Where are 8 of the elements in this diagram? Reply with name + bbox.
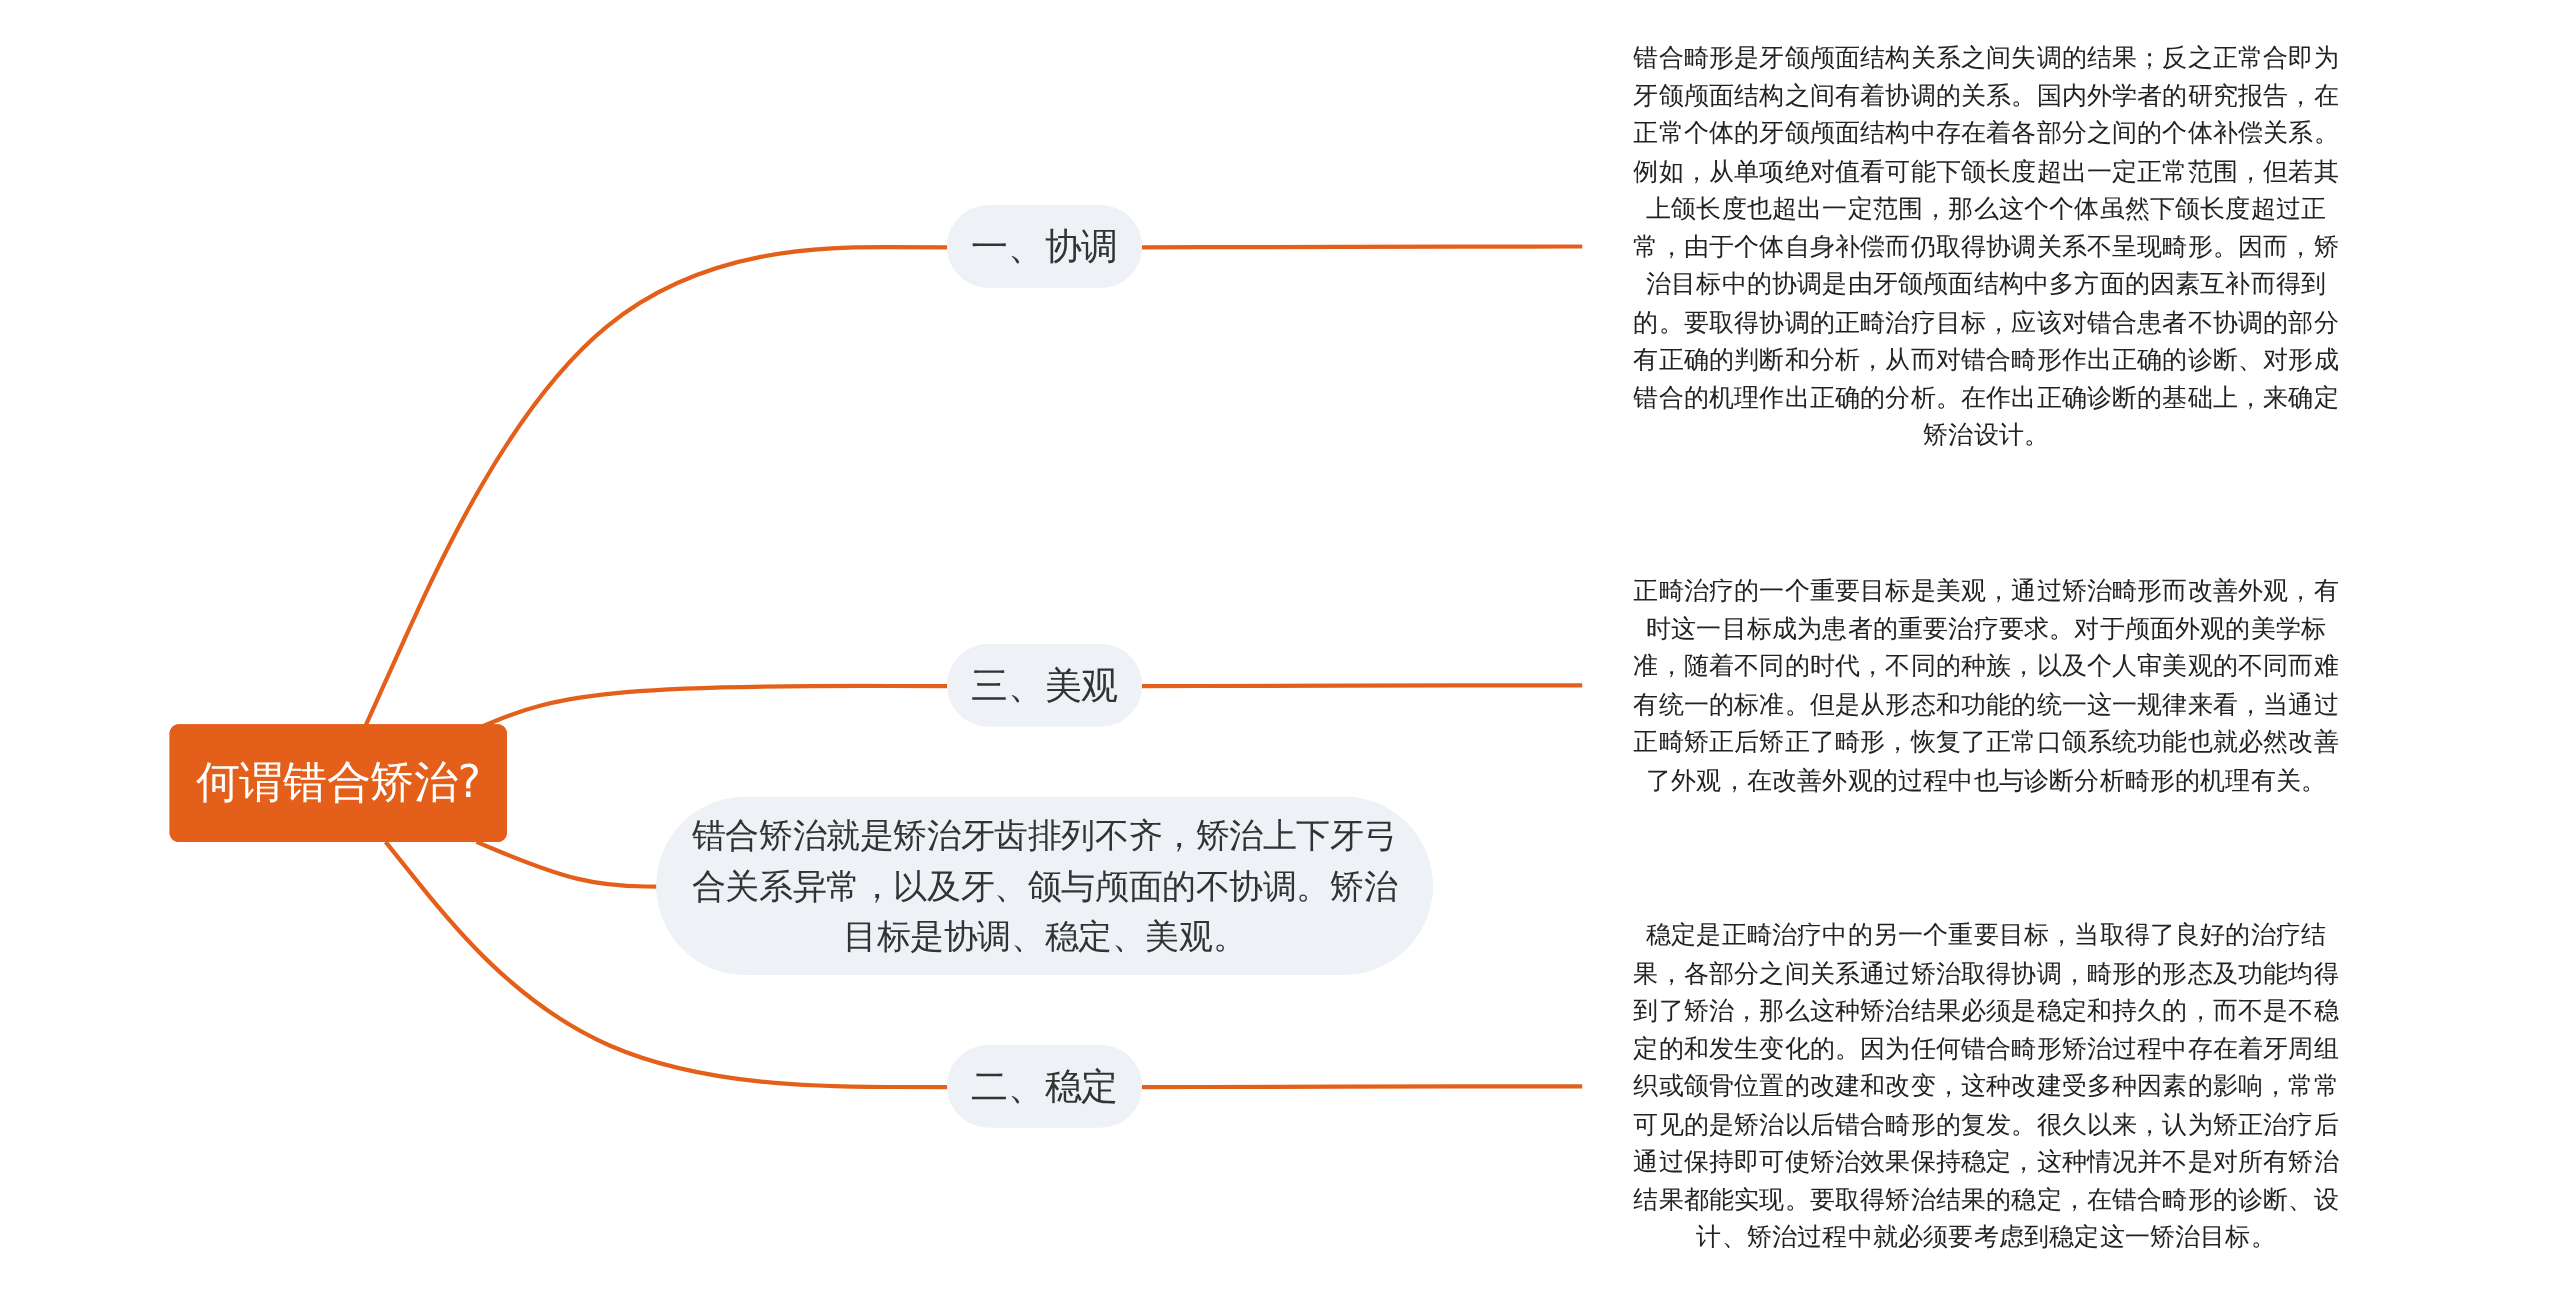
- connector: [384, 840, 949, 1090]
- connector: [1142, 1084, 1584, 1090]
- connector: [363, 245, 949, 727]
- node-text: 错合畸形是牙颌颅面结构关系之间失调的结果；反之正常合即为牙颌颅面结构之间有着协调的关系。国内外学者的研究报告，在正常个体的牙颌颅面结构中存在着各部分之间的个体补偿关系。例如，从单项绝对值看可能下颌长度超出一定正常范围，但若其上颌长度也超出一定范围，那么这个个体虽然下颌长度超过正常，由于个体自身补偿而仍取得协调关系不呈现畸形。因而，矫治目标中的协调是由牙颌颅面结构中多方面的因素互补而得到的。要取得协调的正畸治疗目标，应该对错合患者不协调的部分有正确的判断和分析，从而对错合畸形作出正确的诊断、对形成错合的机理作出正确的分析。在作出正确诊断的基础上，来确定矫治设计。: [1633, 41, 2340, 451]
- connector: [1142, 244, 1584, 250]
- connector: [1142, 683, 1584, 689]
- node-text: 稳定是正畸治疗中的另一个重要目标，当取得了良好的治疗结果，各部分之间关系通过矫治取得协调，畸形的形态及功能均得到了矫治，那么这种矫治结果必须是稳定和持久的，而不是不稳定的和发生变化的。因为任何错合畸形矫治过程中存在着牙周组织或颌骨位置的改建和改变，这种改建受多种因素的影响，常常可见的是矫治以后错合畸形的复发。很久以来，认为矫正治疗后通过保持即可使矫治效果保持稳定，这种情况并不是对所有矫治结果都能实现。要取得矫治结果的稳定，在错合畸形的诊断、设计、矫治过程中就必须要考虑到稳定这一矫治目标。: [1633, 919, 2340, 1253]
- node-text: 正畸治疗的一个重要目标是美观，通过矫治畸形而改善外观，有时这一目标成为患者的重要治疗要求。对于颅面外观的美学标准，随着不同的时代，不同的种族，以及个人审美观的不同而难有统一的标准。但是从形态和功能的统一这一规律来看，当通过正畸矫正后矫正了畸形，恢复了正常口颌系统功能也就必然改善了外观，在改善外观的过程中也与诊断分析畸形的机理有关。: [1633, 575, 2340, 795]
